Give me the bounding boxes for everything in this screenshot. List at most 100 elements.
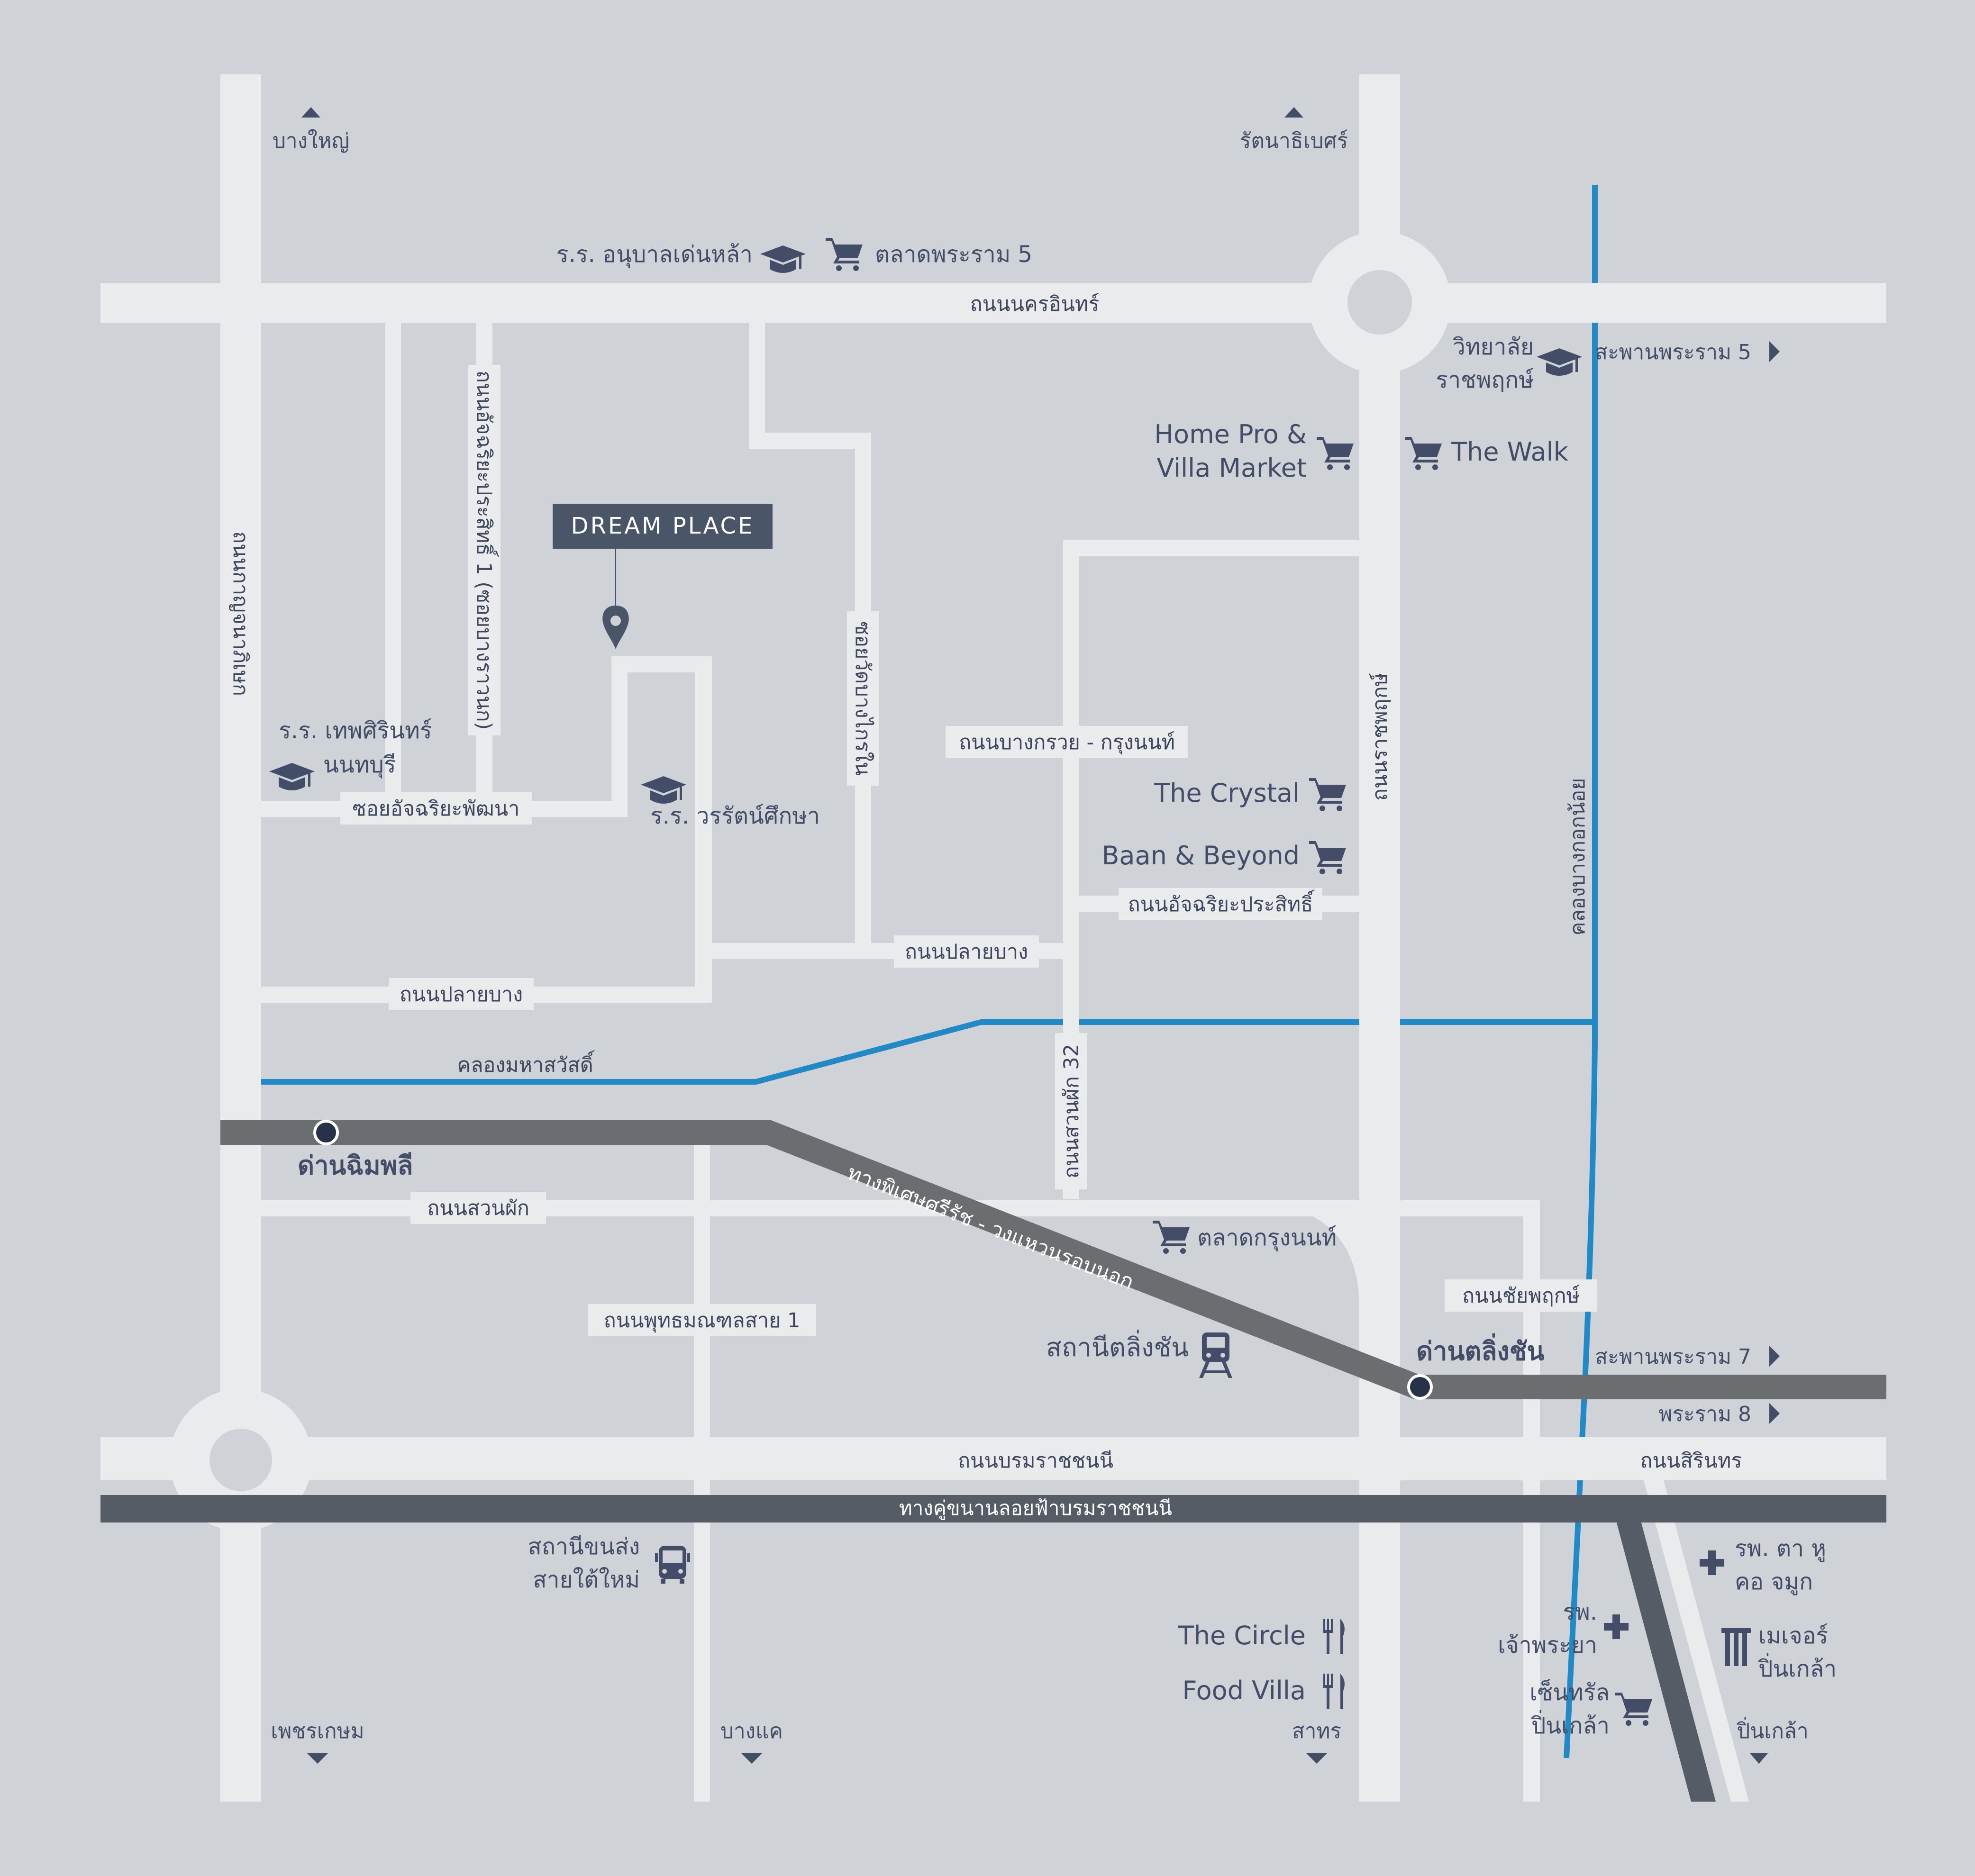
dir-rama7-bridge: สะพานพระราม 7 — [1595, 1345, 1780, 1369]
roundabout-north-center — [1347, 270, 1412, 335]
svg-text:นนทบุรี: นนทบุรี — [323, 752, 396, 779]
direction-arrow-icon — [1284, 107, 1303, 118]
cinema-icon — [1721, 1628, 1751, 1666]
dir-rama8: พระราม 8 — [1658, 1402, 1780, 1426]
label-box-bang-kruai: ถนนบางกรวย - กรุงนนท์ — [946, 726, 1188, 758]
label-nakhon-in: ถนนนครอินทร์ — [970, 292, 1100, 316]
road-kanchanaphisek — [220, 74, 261, 1802]
poi-taling-chan-station: สถานีตลิ่งชัน — [1046, 1330, 1232, 1378]
poi-worarat: ร.ร. วรรัตน์ศึกษา — [641, 776, 820, 829]
svg-text:ถนนอัจฉริยะประสิทธิ์ 1 (ซอยบาง: ถนนอัจฉริยะประสิทธิ์ 1 (ซอยบางราวนก) — [472, 371, 499, 730]
svg-text:The Walk: The Walk — [1451, 437, 1569, 467]
label-box-atcharia-prasit: ถนนอัจฉริยะประสิทธิ์ — [1119, 888, 1322, 920]
dir-rama5-bridge: สะพานพระราม 5 — [1595, 340, 1780, 364]
label-sirinthorn: ถนนสิรินทร — [1640, 1449, 1742, 1473]
svg-text:Home Pro &: Home Pro & — [1154, 419, 1307, 449]
direction-arrow-icon — [1769, 341, 1780, 362]
poi-the-circle: The Circle — [1178, 1619, 1345, 1654]
label-box-soi-wat-bang-krai-nai: ซอยวัดบางไกรใน — [847, 611, 879, 786]
svg-text:บางใหญ่: บางใหญ่ — [273, 129, 349, 153]
direction-arrow-icon — [301, 107, 320, 118]
project-pin-stem — [615, 549, 616, 606]
svg-text:Baan & Beyond: Baan & Beyond — [1101, 841, 1300, 870]
label-kanchanaphisek: ถนนกาญจนาภิเษก — [228, 531, 252, 696]
poi-baan-beyond: Baan & Beyond — [1101, 841, 1346, 874]
svg-text:ซอยอัจฉริยะพัฒนา: ซอยอัจฉริยะพัฒนา — [353, 797, 520, 821]
road-nakhon-in — [100, 283, 1886, 323]
label-borommaratchachonnani: ถนนบรมราชชนนี — [958, 1449, 1113, 1473]
svg-text:สะพานพระราม 5: สะพานพระราม 5 — [1595, 340, 1751, 364]
label-box-suan-phak-32: ถนนสวนผัก 32 — [1055, 1033, 1087, 1189]
svg-text:ถนนพุทธมณฑลสาย 1: ถนนพุทธมณฑลสาย 1 — [604, 1309, 801, 1333]
road-borommaratchachonnani — [100, 1437, 1886, 1480]
label-ratchaphruek: ถนนราชพฤกษ์ — [1368, 673, 1392, 801]
poi-bus-terminal: สถานีขนส่ง สายใต้ใหม่ — [528, 1533, 690, 1593]
canal-maha-sawat — [261, 1019, 1595, 1085]
project-label-box — [553, 504, 773, 549]
svg-text:ถนนปลายบาง: ถนนปลายบาง — [400, 983, 523, 1006]
poi-major-pinklao: เมเจอร์ ปิ่นเกล้า — [1721, 1622, 1837, 1682]
label-box-plai-bang-2: ถนนปลายบาง — [894, 935, 1039, 968]
label-box-plai-bang-1: ถนนปลายบาง — [389, 978, 534, 1010]
toll-dan-taling-chan-dot — [1407, 1374, 1433, 1400]
svg-text:ซอยวัดบางไกรใน: ซอยวัดบางไกรใน — [851, 621, 874, 776]
svg-text:สถานีขนส่ง: สถานีขนส่ง — [528, 1533, 640, 1560]
label-box-atcharia-phatthana: ซอยอัจฉริยะพัฒนา — [340, 792, 532, 825]
svg-text:รพ. ตา หู: รพ. ตา หู — [1735, 1535, 1826, 1562]
svg-text:เพชรเกษม: เพชรเกษม — [271, 1719, 364, 1743]
svg-text:ปิ่นเกล้า: ปิ่นเกล้า — [1758, 1653, 1837, 1682]
direction-arrow-icon — [1769, 1403, 1780, 1424]
roundabout-south-center — [209, 1429, 272, 1491]
dir-phetkasem: เพชรเกษม — [271, 1719, 364, 1764]
direction-arrow-icon — [307, 1753, 328, 1764]
svg-text:บางแค: บางแค — [720, 1719, 783, 1743]
poi-the-walk: The Walk — [1405, 437, 1569, 470]
svg-text:สะพานพระราม 7: สะพานพระราม 7 — [1595, 1345, 1751, 1369]
dir-rattanathibet: รัตนาธิเบศร์ — [1240, 107, 1348, 153]
svg-text:ปิ่นเกล้า: ปิ่นเกล้า — [1531, 1710, 1610, 1739]
poi-eent-hospital: รพ. ตา หู คอ จมูก — [1700, 1535, 1826, 1595]
poi-thepsirin: ร.ร. เทพศิรินทร์ นนทบุรี — [269, 717, 432, 790]
dir-sathon: สาทร — [1292, 1719, 1341, 1764]
svg-text:ถนนชัยพฤกษ์: ถนนชัยพฤกษ์ — [1462, 1284, 1580, 1308]
svg-text:ถนนสวนผัก: ถนนสวนผัก — [427, 1196, 529, 1220]
label-canal-bang-kok-noi: คลองบางกอกน้อย — [1566, 778, 1590, 936]
poi-talat-krung-non: ตลาดกรุงนนท์ — [1153, 1221, 1337, 1254]
poi-home-pro: Home Pro & Villa Market — [1154, 419, 1354, 483]
label-canal-maha-sawat: คลองมหาสวัสดิ์ — [457, 1050, 595, 1077]
dir-bang-yai: บางใหญ่ — [273, 107, 349, 153]
svg-text:ถนนปลายบาง: ถนนปลายบาง — [905, 940, 1028, 964]
label-box-atcharia-prasit-1: ถนนอัจฉริยะประสิทธิ์ 1 (ซอยบางราวนก) — [468, 365, 501, 735]
dir-pinklao: ปิ่นเกล้า — [1736, 1716, 1809, 1764]
poi-the-crystal: The Crystal — [1154, 778, 1346, 811]
svg-text:สายใต้ใหม่: สายใต้ใหม่ — [533, 1567, 640, 1593]
svg-text:The Circle: The Circle — [1178, 1621, 1306, 1650]
svg-text:ร.ร. วรรัตน์ศึกษา: ร.ร. วรรัตน์ศึกษา — [650, 803, 820, 829]
svg-text:ตลาดพระราม 5: ตลาดพระราม 5 — [875, 241, 1032, 268]
svg-text:ถนนบางกรวย - กรุงนนท์: ถนนบางกรวย - กรุงนนท์ — [959, 731, 1175, 755]
svg-text:วิทยาลัย: วิทยาลัย — [1453, 334, 1534, 360]
poi-talat-rama5: ตลาดพระราม 5 — [826, 238, 1032, 271]
svg-text:สถานีตลิ่งชัน: สถานีตลิ่งชัน — [1046, 1330, 1189, 1362]
svg-text:สาทร: สาทร — [1292, 1719, 1341, 1743]
poi-anuban-denla: ร.ร. อนุบาลเด่นหล้า — [556, 241, 806, 273]
svg-text:Villa Market: Villa Market — [1156, 453, 1307, 483]
svg-text:ร.ร. เทพศิรินทร์: ร.ร. เทพศิรินทร์ — [279, 717, 432, 744]
dir-bang-khae: บางแค — [720, 1719, 783, 1764]
svg-text:พระราม 8: พระราม 8 — [1658, 1402, 1751, 1426]
svg-text:รัตนาธิเบศร์: รัตนาธิเบศร์ — [1240, 129, 1348, 153]
svg-text:ร.ร. อนุบาลเด่นหล้า: ร.ร. อนุบาลเด่นหล้า — [556, 241, 753, 268]
svg-text:ถนนสวนผัก 32: ถนนสวนผัก 32 — [1060, 1044, 1083, 1178]
svg-text:Food Villa: Food Villa — [1182, 1676, 1306, 1705]
svg-text:ราชพฤกษ์: ราชพฤกษ์ — [1436, 367, 1534, 393]
poi-ratchaphruek-college: วิทยาลัย ราชพฤกษ์ — [1436, 334, 1582, 393]
svg-text:รพ.: รพ. — [1563, 1599, 1597, 1625]
direction-arrow-icon — [1750, 1753, 1768, 1764]
poi-central-pinklao: เซ็นทรัล ปิ่นเกล้า — [1529, 1679, 1652, 1739]
project-marker[interactable]: DREAM PLACE — [553, 504, 773, 649]
expressway — [220, 1120, 1886, 1399]
svg-text:The Crystal: The Crystal — [1154, 778, 1300, 808]
svg-text:ตลาดกรุงนนท์: ตลาดกรุงนนท์ — [1197, 1224, 1337, 1251]
elevated-ramp — [1616, 1521, 1716, 1802]
